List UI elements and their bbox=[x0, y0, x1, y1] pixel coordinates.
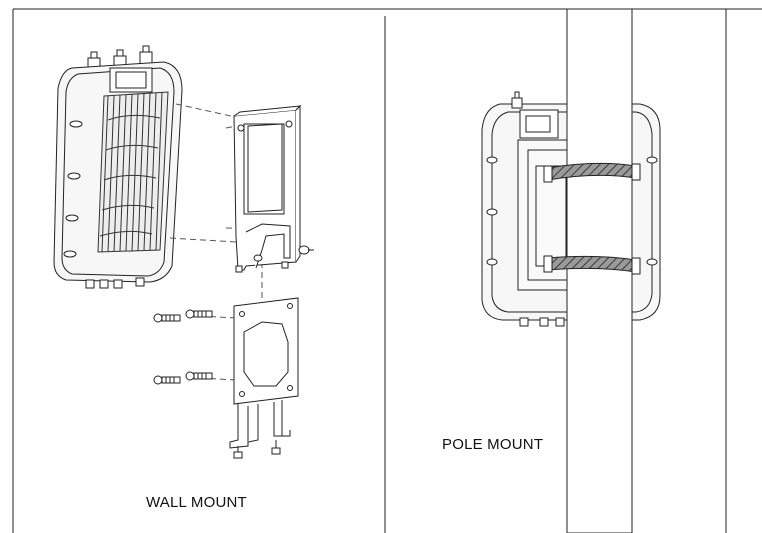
access-point-wall bbox=[53, 45, 183, 289]
pole-mount-caption: POLE MOUNT bbox=[442, 436, 544, 453]
heat-fins bbox=[97, 91, 169, 253]
mounting-straps bbox=[543, 162, 641, 275]
wall-bolts bbox=[153, 309, 213, 385]
upper-bracket bbox=[233, 104, 302, 271]
page-frame bbox=[12, 8, 762, 533]
pole-mount-diagram bbox=[481, 8, 727, 533]
wall-mount-caption: WALL MOUNT bbox=[146, 494, 247, 511]
wall-mount-diagram bbox=[53, 45, 314, 459]
bolt-icon bbox=[185, 309, 213, 319]
screw-icon bbox=[235, 245, 314, 273]
pole bbox=[566, 8, 633, 533]
side-bolts bbox=[63, 120, 83, 258]
bolt-icon bbox=[153, 313, 181, 323]
bolt-icon bbox=[185, 371, 213, 381]
bolt-icon bbox=[153, 375, 181, 385]
wall-plate bbox=[229, 297, 299, 449]
bottom-connectors-icon bbox=[85, 277, 145, 289]
screw-icon bbox=[233, 440, 281, 459]
